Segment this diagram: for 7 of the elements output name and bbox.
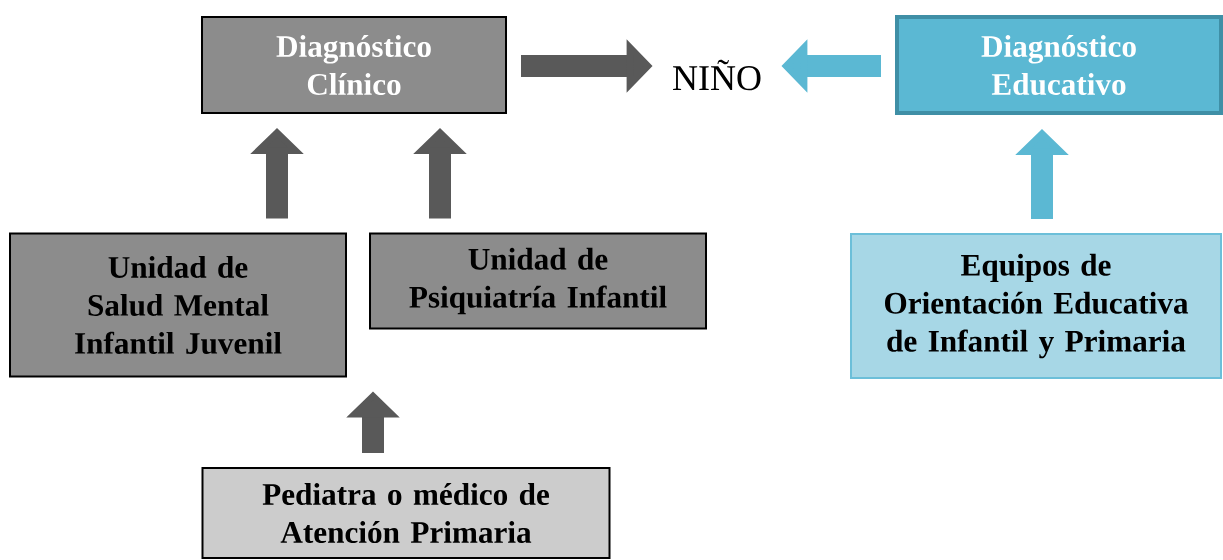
process-box: Equipos de Orientación Educativa de Infantil y Primaria bbox=[850, 233, 1222, 379]
process-box: Unidad de Psiquiatría Infantil bbox=[369, 232, 707, 330]
process-box: Pediatra o médico de Atención Primaria bbox=[201, 467, 611, 559]
process-box: Diagnóstico Clínico bbox=[201, 16, 507, 114]
process-box: Diagnóstico Educativo bbox=[895, 15, 1223, 115]
process-box: Unidad de Salud Mental Infantil Juvenil bbox=[9, 232, 347, 378]
text-label: NIÑO bbox=[673, 59, 761, 91]
